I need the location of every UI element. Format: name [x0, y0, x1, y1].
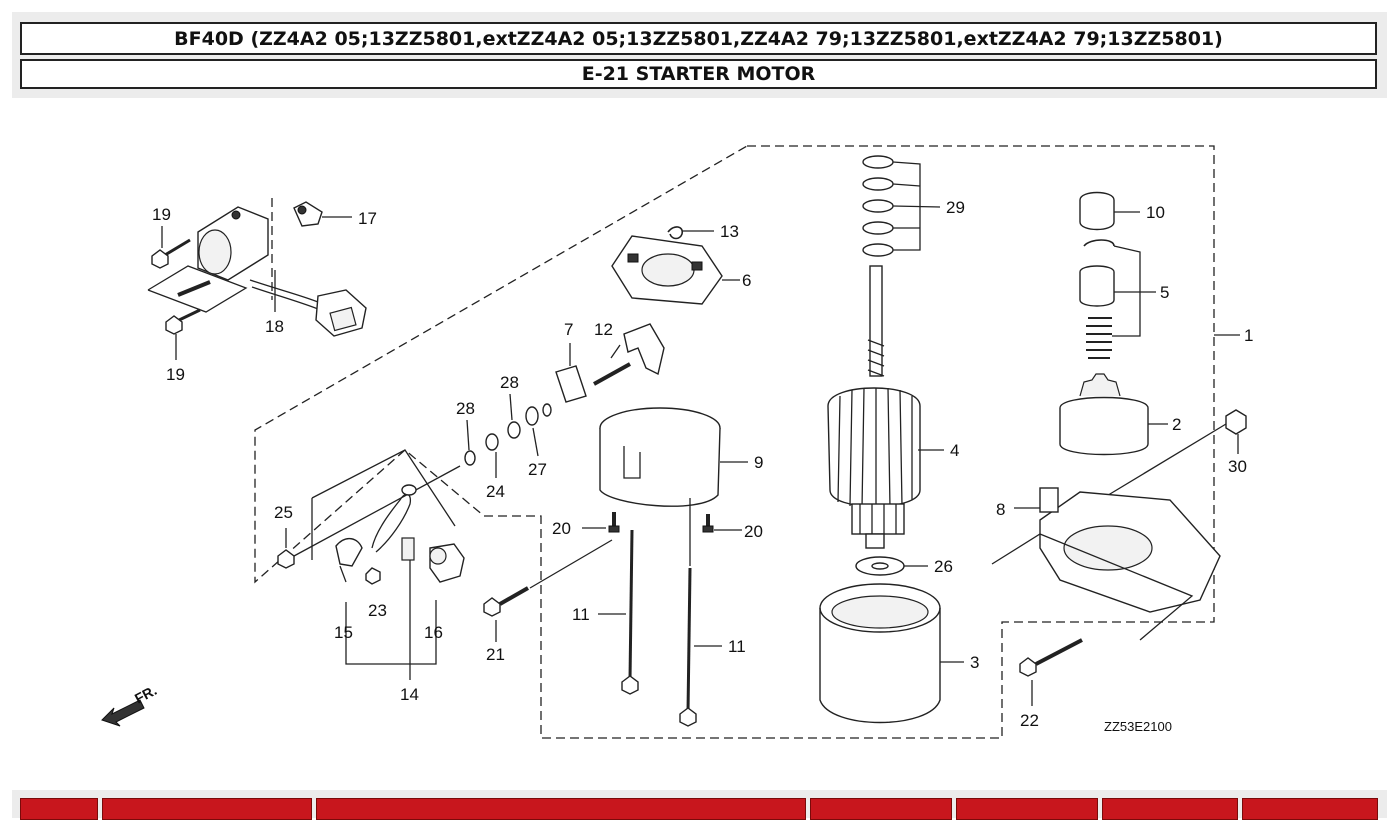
part-17-clip — [293, 201, 352, 227]
callout-18: 18 — [265, 317, 284, 336]
callout-11-right: 11 — [728, 637, 746, 656]
table-header-cell — [1102, 798, 1238, 820]
part-22-bolt — [1019, 638, 1083, 706]
lead-wire-assembly — [277, 449, 465, 680]
part-10-cap — [1079, 191, 1140, 231]
callout-22: 22 — [1020, 711, 1039, 730]
part-18-solenoid — [197, 206, 367, 337]
model-line: BF40D (ZZ4A2 05;13ZZ5801,extZZ4A2 05;13Z… — [20, 22, 1377, 55]
part-5-pinion-stop-set — [1079, 239, 1156, 359]
section-title: E-21 STARTER MOTOR — [20, 59, 1377, 89]
part-29-seal-rings — [862, 155, 941, 257]
callout-10: 10 — [1146, 203, 1165, 222]
part-30-dowel-pin — [1099, 409, 1247, 501]
part-11-through-bolt-right — [679, 498, 722, 727]
assembly-outline-main — [254, 145, 1215, 739]
callout-21: 21 — [486, 645, 505, 664]
drawing-code: ZZ53E2100 — [1104, 719, 1172, 734]
callout-1: 1 — [1244, 326, 1253, 345]
callout-24: 24 — [486, 482, 505, 501]
part-6-brush-holder — [611, 235, 740, 305]
callout-6: 6 — [742, 271, 751, 290]
table-header-cell — [1242, 798, 1378, 820]
callout-12: 12 — [594, 320, 613, 339]
callout-17: 17 — [358, 209, 377, 228]
callout-23: 23 — [368, 601, 387, 620]
callout-27: 27 — [528, 460, 547, 479]
part-11-through-bolt-left — [598, 529, 639, 695]
part-19-bolt-upper — [151, 226, 191, 269]
callout-7: 7 — [564, 320, 573, 339]
part-19-bolt-lower — [165, 308, 201, 360]
parts-table-header — [12, 790, 1387, 820]
part-26-washer — [855, 556, 928, 576]
part-8-drive-end-frame — [991, 487, 1221, 641]
part-12-brush — [593, 323, 665, 386]
part-13-clip — [667, 226, 714, 240]
front-direction-arrow: FR. — [101, 682, 159, 727]
callout-28-left: 28 — [456, 399, 475, 418]
part-7-plate — [555, 343, 587, 403]
callout-5: 5 — [1160, 283, 1169, 302]
callout-3: 3 — [970, 653, 979, 672]
table-header-cell — [20, 798, 98, 820]
callout-20-left: 20 — [552, 519, 571, 538]
callout-11-left: 11 — [572, 605, 590, 624]
callout-4: 4 — [950, 441, 959, 460]
table-header-cell — [102, 798, 312, 820]
part-9-cover — [599, 407, 748, 507]
part-3-yoke — [819, 583, 964, 724]
callout-2: 2 — [1172, 415, 1181, 434]
header-band: BF40D (ZZ4A2 05;13ZZ5801,extZZ4A2 05;13Z… — [12, 12, 1387, 98]
callout-19-lower: 19 — [166, 365, 185, 384]
part-21-bolt — [483, 539, 613, 642]
table-header-cell — [810, 798, 952, 820]
callout-28-right: 28 — [500, 373, 519, 392]
table-header-cell — [316, 798, 806, 820]
callout-30: 30 — [1228, 457, 1247, 476]
callout-16: 16 — [424, 623, 443, 642]
callout-26: 26 — [934, 557, 953, 576]
starter-motor-exploded-diagram: FR. 1 2 3 4 5 6 7 8 9 10 11 11 12 13 14 … — [101, 145, 1253, 739]
part-20-screw-right — [702, 514, 742, 533]
callout-9: 9 — [754, 453, 763, 472]
part-2-pinion-gear — [1059, 373, 1168, 456]
part-4-armature — [827, 265, 944, 549]
callout-20-right: 20 — [744, 522, 763, 541]
callout-19-upper: 19 — [152, 205, 171, 224]
table-header-cell — [956, 798, 1098, 820]
callout-13: 13 — [720, 222, 739, 241]
callout-15: 15 — [334, 623, 353, 642]
callout-8: 8 — [996, 500, 1005, 519]
callout-25: 25 — [274, 503, 293, 522]
callout-14: 14 — [400, 685, 419, 704]
washer-set — [464, 393, 552, 478]
part-20-screw-left — [582, 512, 620, 533]
callout-29: 29 — [946, 198, 965, 217]
